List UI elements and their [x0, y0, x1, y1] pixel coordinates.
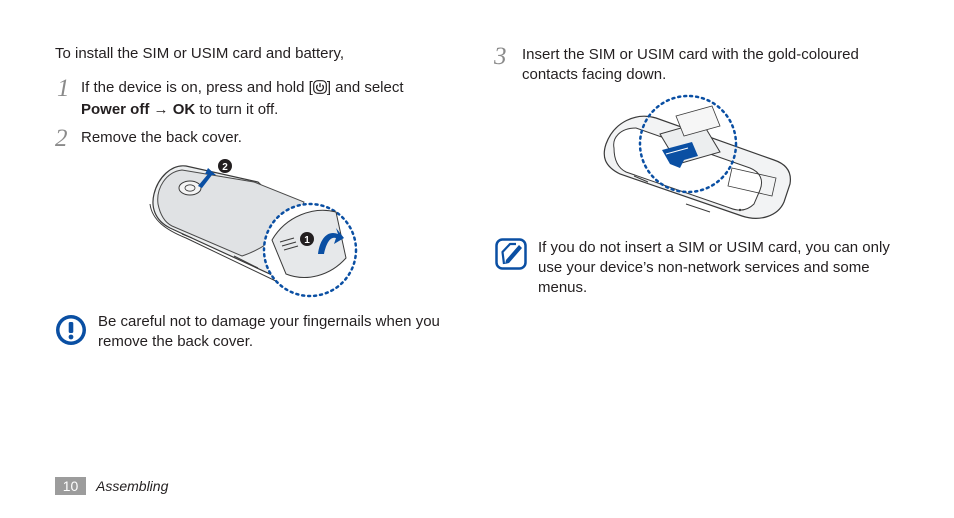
note-line-3: menus. [538, 279, 588, 296]
ok-label: OK [172, 101, 196, 118]
caution-text: Be careful not to damage your fingernail… [98, 312, 468, 352]
arrow-text: → [149, 101, 173, 118]
power-off-label: Power off [81, 101, 150, 118]
svg-text:2: 2 [222, 162, 228, 173]
step-1-line-1-pre: If the device is on, press and hold [ [81, 79, 313, 96]
step-1-line-2-post: to turn it off. [195, 101, 279, 118]
svg-text:1: 1 [304, 235, 310, 246]
note-line-2: use your device’s non-network services a… [538, 259, 870, 276]
page-number: 10 [55, 477, 86, 495]
note-icon [495, 238, 527, 275]
step-1-line-1-post: ] and select [326, 79, 404, 96]
step-3-number: 3 [494, 43, 507, 70]
note-line-1: If you do not insert a SIM or USIM card,… [538, 239, 890, 256]
step-1-number: 1 [57, 75, 70, 102]
step-3-line-1: Insert the SIM or USIM card with the gol… [522, 46, 859, 63]
back-cover-illustration: 2 1 [146, 158, 361, 300]
step-2-number: 2 [55, 125, 68, 152]
step-3-line-2: contacts facing down. [522, 66, 667, 83]
step-3-text: Insert the SIM or USIM card with the gol… [522, 45, 902, 85]
caution-line-1: Be careful not to damage your fingernail… [98, 313, 440, 330]
step-1-line-1: If the device is on, press and hold [ ] a… [81, 78, 441, 100]
step-1-text: If the device is on, press and hold [ ] a… [81, 78, 441, 120]
intro-text: To install the SIM or USIM card and batt… [55, 45, 345, 62]
caution-icon [55, 314, 87, 351]
step-2-text: Remove the back cover. [81, 129, 242, 146]
note-text: If you do not insert a SIM or USIM card,… [538, 238, 938, 298]
step-1-line-2: Power off → OK to turn it off. [81, 100, 441, 120]
caution-line-2: remove the back cover. [98, 333, 254, 350]
section-name: Assembling [96, 478, 169, 494]
sim-insert-illustration [600, 94, 795, 222]
power-key-icon [312, 80, 327, 100]
